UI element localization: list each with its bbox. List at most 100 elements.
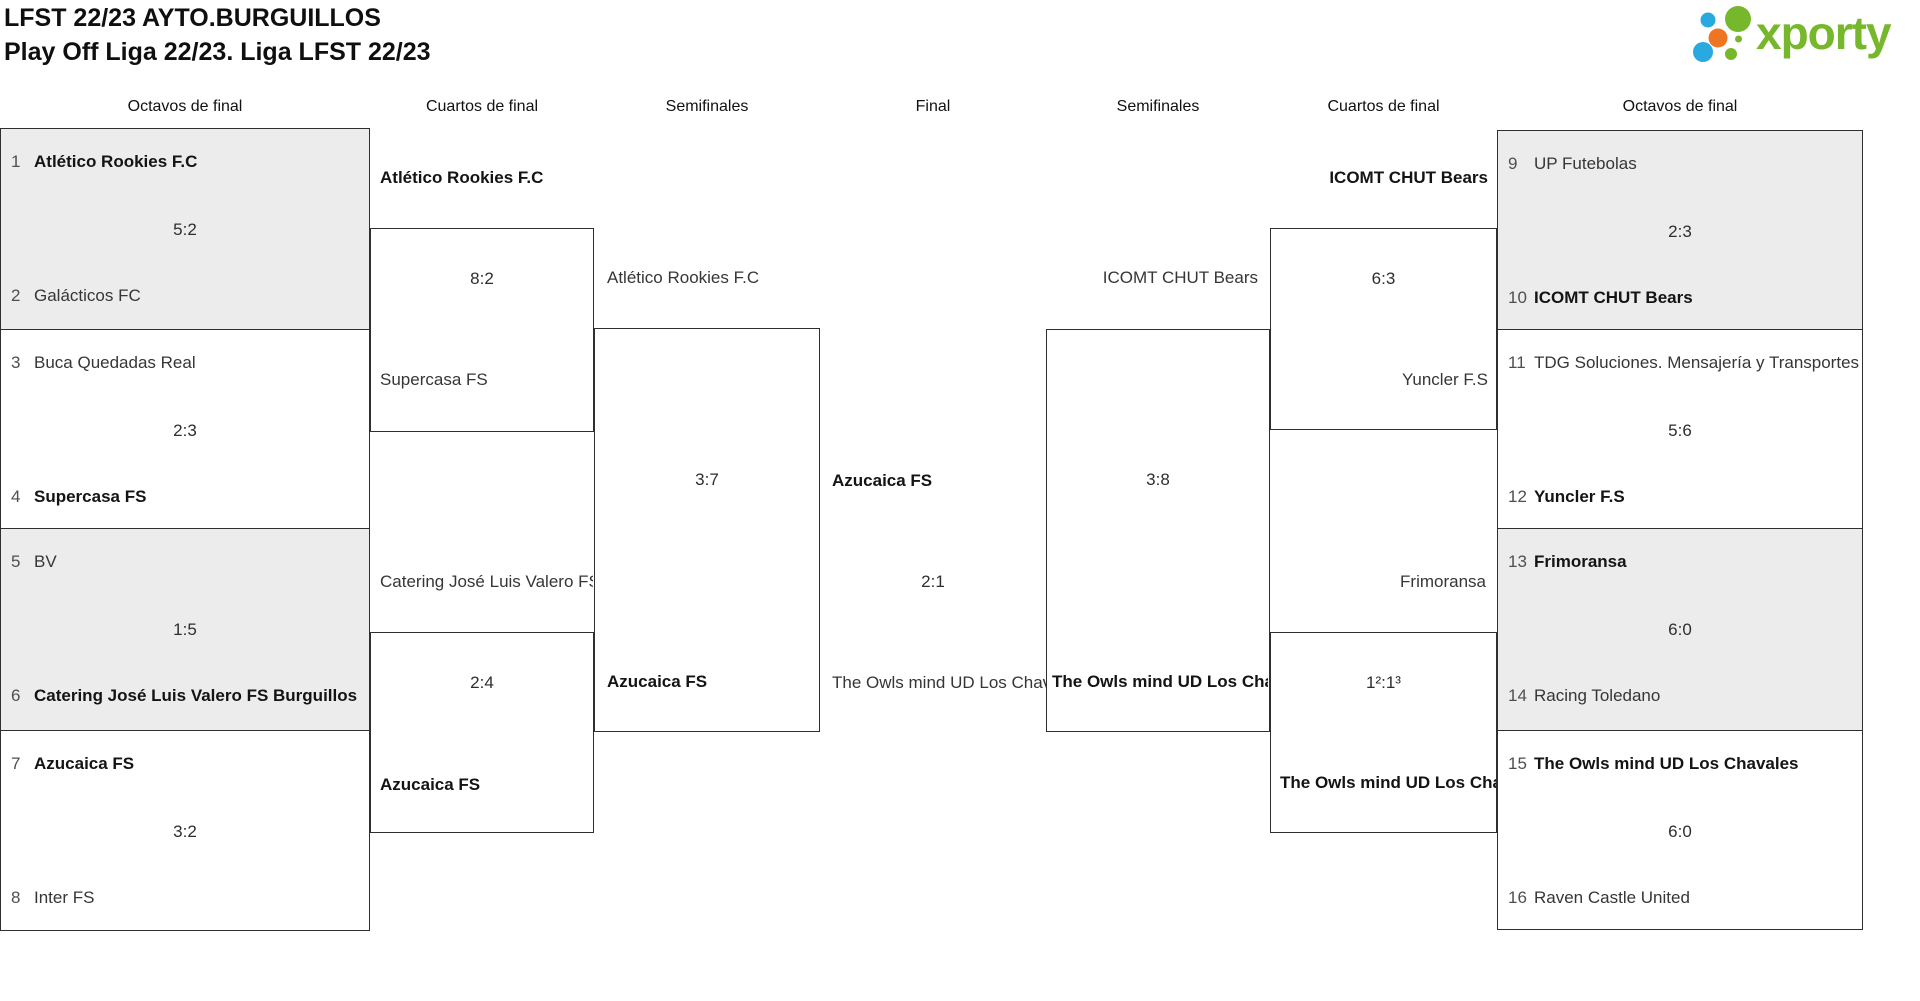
- team-name: Catering José Luis Valero FS Burguillos: [380, 572, 593, 591]
- match-score: 3:8: [1146, 470, 1170, 489]
- team-row: 14 Racing Toledano: [1508, 683, 1860, 709]
- logo-dot-green-tiny: [1735, 35, 1742, 43]
- team-name: Racing Toledano: [1534, 686, 1661, 705]
- match-octavos-1: 1 Atlético Rookies F.C 5:2 2 Galácticos FC: [1, 129, 369, 329]
- logo-dot-blue-top: [1700, 12, 1716, 28]
- team-name: ICOMT CHUT Bears: [1329, 168, 1488, 187]
- round-header-final: Final: [915, 98, 951, 115]
- match-score: 1:5: [173, 620, 197, 639]
- page-title: LFST 22/23 AYTO.BURGUILLOS: [4, 4, 381, 32]
- round-header-cuartos-left: Cuartos de final: [425, 98, 539, 115]
- team-name: The Owls mind UD Los Chavales: [832, 673, 1046, 692]
- team-name: The Owls mind UD Los Chavales: [1052, 672, 1268, 691]
- team-name: Galácticos FC: [34, 286, 141, 305]
- team-name: Azucaica FS: [832, 471, 933, 490]
- match-score: 6:0: [1668, 822, 1692, 841]
- seed-number: 1: [11, 152, 21, 171]
- team-name: The Owls mind UD Los Chavales: [1534, 754, 1799, 773]
- team-row: 10 ICOMT CHUT Bears: [1508, 285, 1860, 311]
- match-box-semifinal-left: [594, 328, 820, 732]
- round-header-semis-right: Semifinales: [1116, 98, 1200, 115]
- seed-number: 14: [1508, 686, 1527, 705]
- team-name: The Owls mind UD Los Chavales: [1280, 773, 1496, 792]
- match-score: 3:7: [695, 470, 719, 489]
- team-name: TDG Soluciones. Mensajería y Transportes: [1534, 353, 1860, 372]
- match-score: 3:2: [173, 822, 197, 841]
- match-box-semifinal-right: [1046, 329, 1270, 732]
- match-box-cuartos-right-1: [1270, 228, 1497, 430]
- seed-number: 11: [1508, 353, 1526, 372]
- team-row: 13 Frimoransa: [1508, 549, 1860, 575]
- match-score: 2:4: [470, 673, 494, 692]
- seed-number: 9: [1508, 154, 1518, 173]
- team-name: Supercasa FS: [34, 487, 147, 506]
- match-score: 2:3: [1668, 222, 1692, 241]
- seed-number: 13: [1508, 552, 1527, 571]
- team-name: Azucaica FS: [34, 754, 135, 773]
- team-row: 6 Catering José Luis Valero FS Burguillos: [11, 683, 367, 709]
- xporty-logo[interactable]: xporty: [1680, 0, 1912, 64]
- seed-number: 16: [1508, 888, 1527, 907]
- team-row: 4 Supercasa FS: [11, 484, 367, 510]
- team-row: 9 UP Futebolas: [1508, 151, 1860, 177]
- team-name: ICOMT CHUT Bears: [1534, 288, 1693, 307]
- page-title-block: LFST 22/23 AYTO.BURGUILLOS Play Off Liga…: [4, 1, 431, 69]
- team-name: Catering José Luis Valero FS Burguillos: [34, 686, 358, 705]
- match-score: 8:2: [470, 269, 494, 288]
- match-score: 6:0: [1668, 620, 1692, 639]
- team-name: Raven Castle United: [1534, 888, 1690, 907]
- round-header-octavos-left: Octavos de final: [127, 98, 243, 115]
- match-octavos-7: 13 Frimoransa 6:0 14 Racing Toledano: [1498, 528, 1862, 730]
- match-octavos-8: 15 The Owls mind UD Los Chavales 6:0 16 Ra…: [1498, 730, 1862, 931]
- seed-number: 10: [1508, 288, 1527, 307]
- seed-number: 4: [11, 487, 21, 506]
- team-row: 11 TDG Soluciones. Mensajería y Transport…: [1508, 350, 1860, 376]
- match-score: 2:1: [921, 572, 945, 591]
- match-score: 5:2: [173, 220, 197, 239]
- team-name: Atlético Rookies F.C: [34, 152, 198, 171]
- seed-number: 5: [11, 552, 21, 571]
- seed-number: 6: [11, 686, 21, 705]
- seed-number: 2: [11, 286, 21, 305]
- match-score: 6:3: [1371, 269, 1396, 288]
- logo-dot-blue-bottom: [1693, 42, 1713, 62]
- logo-wordmark: xporty: [1756, 7, 1892, 59]
- team-name: Supercasa FS: [380, 370, 488, 389]
- round-header-octavos-right: Octavos de final: [1622, 98, 1738, 115]
- page-subtitle: Play Off Liga 22/23. Liga LFST 22/23: [4, 38, 431, 66]
- team-name: UP Futebolas: [1534, 154, 1637, 173]
- seed-number: 3: [11, 353, 21, 372]
- logo-dot-orange: [1708, 28, 1728, 48]
- seed-number: 15: [1508, 754, 1527, 773]
- match-score: 1²:1³: [1366, 673, 1401, 692]
- match-box-cuartos-left-2: [370, 632, 594, 833]
- team-row: 15 The Owls mind UD Los Chavales: [1508, 751, 1860, 777]
- team-name: Frimoransa: [1534, 552, 1627, 571]
- octavos-left-column: 1 Atlético Rookies F.C 5:2 2 Galácticos FC…: [0, 128, 370, 931]
- round-header-cuartos-right: Cuartos de final: [1327, 98, 1440, 115]
- team-name: Inter FS: [34, 888, 95, 907]
- match-octavos-6: 11 TDG Soluciones. Mensajería y Transport…: [1498, 329, 1862, 528]
- match-octavos-5: 9 UP Futebolas 2:3 10 ICOMT CHUT Bears: [1498, 131, 1862, 329]
- match-score: 2:3: [173, 421, 197, 440]
- team-row: 7 Azucaica FS: [11, 751, 367, 777]
- team-name: Atlético Rookies F.C: [380, 168, 544, 187]
- team-row: 1 Atlético Rookies F.C: [11, 149, 367, 175]
- team-name: Azucaica FS: [607, 672, 708, 691]
- team-name: ICOMT CHUT Bears: [1102, 268, 1258, 287]
- team-row: 3 Buca Quedadas Real: [11, 350, 367, 376]
- team-name: Atlético Rookies F.C: [607, 268, 760, 287]
- team-name: Buca Quedadas Real: [34, 353, 196, 372]
- team-row: 16 Raven Castle United: [1508, 885, 1860, 911]
- round-header-semis-left: Semifinales: [665, 98, 749, 115]
- logo-dot-green-small: [1725, 48, 1737, 60]
- seed-number: 7: [11, 754, 21, 773]
- team-name: Yuncler F.S: [1402, 370, 1488, 389]
- match-score: 5:6: [1668, 421, 1692, 440]
- team-row: 5 BV: [11, 549, 367, 575]
- team-name: BV: [34, 552, 57, 571]
